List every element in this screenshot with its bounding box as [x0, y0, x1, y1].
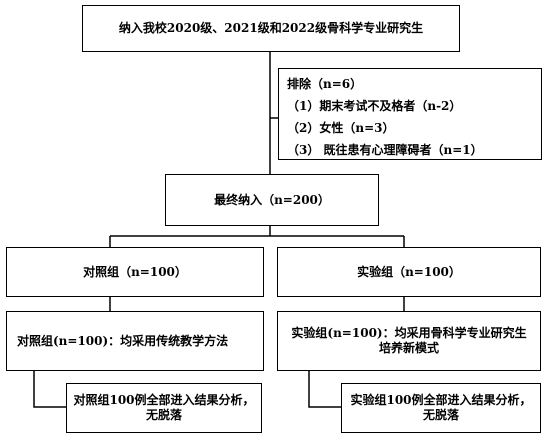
- experiment-method-line1: 实验组(n=100)：均采用骨科学专业研究生: [291, 326, 527, 340]
- control-method-text: 对照组(n=100)：均采用传统教学方法: [17, 333, 229, 348]
- experiment-group-box: 实验组（n=100）: [277, 247, 541, 297]
- experiment-result-box: 实验组100例全部进入结果分析， 无脱落: [341, 383, 541, 433]
- control-method-box: 对照组(n=100)：均采用传统教学方法: [6, 311, 264, 371]
- line-control-to-result: [33, 371, 66, 408]
- exclusion-box: 排除（n=6） （1）期末考试不及格者（n-2） （2）女性（n=3） （3） …: [278, 68, 542, 160]
- line-experiment-to-result: [308, 371, 341, 408]
- control-group-box: 对照组（n=100）: [6, 247, 264, 297]
- control-result-line2: 无脱落: [145, 408, 182, 422]
- control-result-line1: 对照组100例全部进入结果分析，: [73, 393, 255, 407]
- control-group-text: 对照组（n=100）: [83, 264, 187, 279]
- experiment-group-text: 实验组（n=100）: [357, 264, 461, 279]
- exclusion-item-1: （1）期末考试不及格者（n-2）: [287, 99, 462, 113]
- experiment-result-line1: 实验组100例全部进入结果分析，: [350, 393, 532, 407]
- inclusion-box: 纳入我校2020级、2021级和2022级骨科学专业研究生: [82, 5, 460, 52]
- experiment-method-line2: 培养新模式: [378, 341, 439, 355]
- experiment-result-line2: 无脱落: [422, 408, 459, 422]
- exclusion-item-2: （2）女性（n=3）: [287, 121, 395, 135]
- final-text: 最终纳入（n=200）: [214, 192, 330, 207]
- experiment-method-box: 实验组(n=100)：均采用骨科学专业研究生 培养新模式: [277, 311, 541, 371]
- exclusion-title: 排除（n=6）: [287, 77, 363, 91]
- exclusion-item-3: （3） 既往患有心理障碍者（n=1）: [287, 143, 483, 157]
- final-box: 最终纳入（n=200）: [165, 174, 379, 226]
- inclusion-text: 纳入我校2020级、2021级和2022级骨科学专业研究生: [118, 21, 424, 35]
- control-result-box: 对照组100例全部进入结果分析， 无脱落: [66, 383, 262, 433]
